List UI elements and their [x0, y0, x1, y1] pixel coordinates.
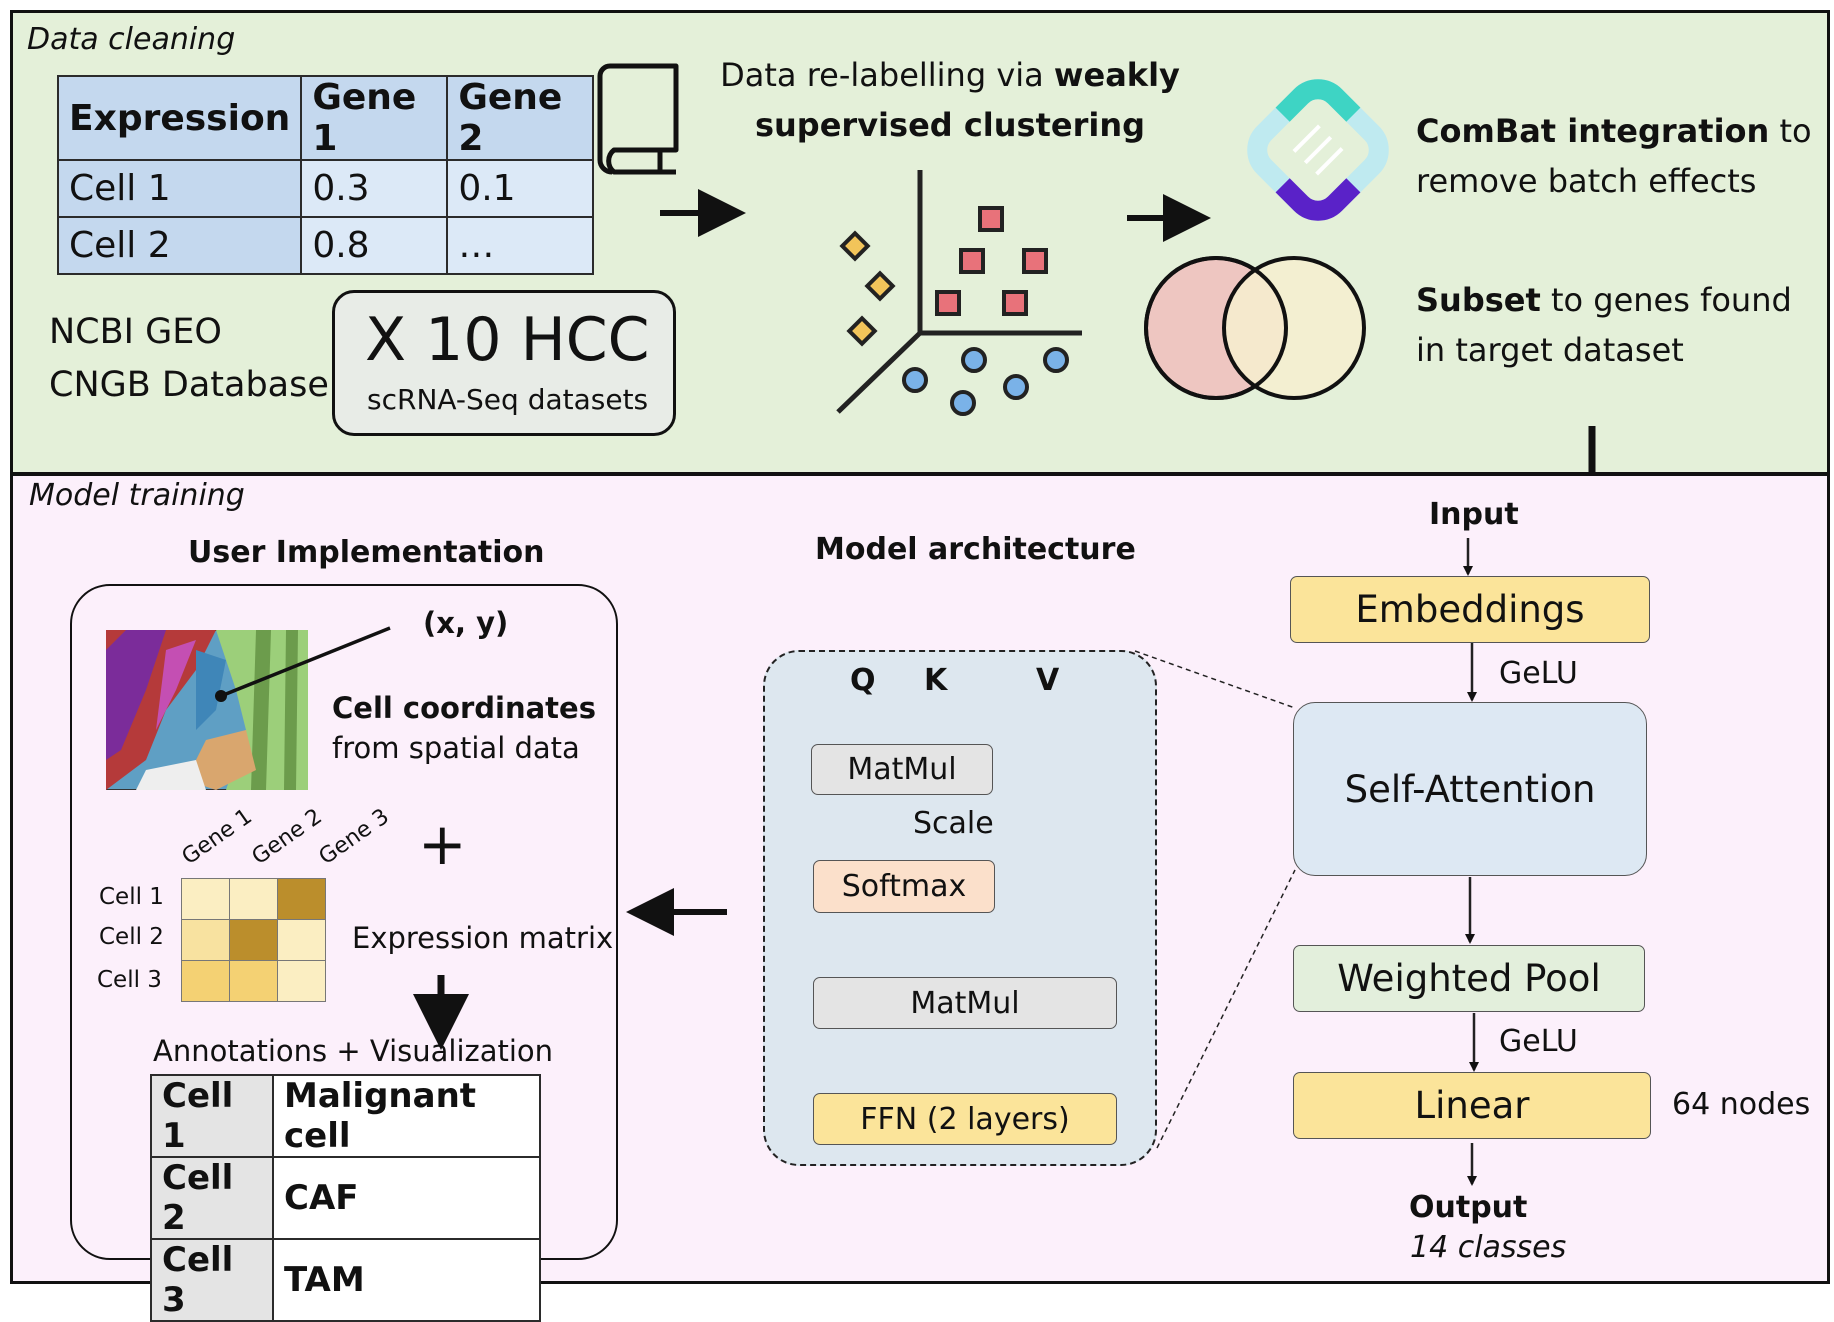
- table-cell: CAF: [272, 1156, 541, 1240]
- model-arch-title: Model architecture: [815, 532, 1136, 567]
- book-icon: [597, 63, 679, 175]
- heatmap-cell: [277, 878, 326, 920]
- heatmap-cell: [181, 878, 230, 920]
- table-cell: 0.3: [300, 159, 449, 218]
- dataset-label: scRNA-Seq datasets: [367, 383, 649, 416]
- cell-label: Cell 1: [99, 884, 164, 910]
- table-cell: TAM: [272, 1238, 541, 1322]
- user-impl-title: User Implementation: [188, 535, 545, 570]
- combat-rest: to: [1769, 112, 1812, 150]
- combat-logo-icon: [1247, 79, 1389, 221]
- cell-coords-text: Cell coordinates from spatial data: [332, 688, 596, 768]
- cell-label: Cell 2: [99, 924, 164, 950]
- q-label: Q: [850, 663, 876, 698]
- output-label: Output: [1409, 1190, 1528, 1225]
- table-cell: Cell 1: [56, 159, 303, 218]
- source-cngb: CNGB Database: [49, 365, 329, 405]
- subset-bold: Subset: [1416, 281, 1541, 319]
- table-header-cell: Gene 2: [446, 75, 595, 161]
- relabel-bold: weakly: [1053, 56, 1180, 94]
- heatmap-cell: [277, 960, 326, 1002]
- table-cell: …: [446, 216, 595, 275]
- dataset-count: X 10 HCC: [365, 305, 650, 375]
- expression-table: Expression Gene 1 Gene 2 Cell 1 0.3 0.1 …: [56, 75, 595, 275]
- heatmap-cell: [181, 960, 230, 1002]
- dataset-box: X 10 HCC scRNA-Seq datasets: [332, 290, 676, 436]
- top-graphics: [597, 63, 1620, 480]
- table-cell: Cell 1: [150, 1074, 274, 1158]
- subset-rest: to genes found: [1540, 281, 1792, 319]
- plus-sign: +: [418, 810, 467, 878]
- heatmap-cell: [229, 960, 278, 1002]
- figure: Data cleaning Expression Gene 1 Gene 2 C…: [10, 10, 1830, 1322]
- coordinate-dot: [215, 690, 227, 702]
- v-label: V: [1036, 663, 1060, 698]
- table-cell: Cell 2: [56, 216, 303, 275]
- cluster-plot-icon: [836, 170, 1082, 416]
- embeddings-node: Embeddings: [1290, 576, 1650, 643]
- heatmap-cell: [229, 878, 278, 920]
- softmax-node: Softmax: [813, 860, 995, 913]
- cell-coords-bold: Cell coordinates: [332, 691, 596, 725]
- coordinate-pointer-line: [220, 626, 391, 698]
- heatmap-cell: [229, 919, 278, 961]
- relabel-text: Data re-labelling via weakly supervised …: [700, 50, 1200, 150]
- scale-label: Scale: [913, 806, 994, 841]
- heatmap-cell: [277, 919, 326, 961]
- subset-text: Subset to genes found in target dataset: [1416, 275, 1792, 375]
- combat-bold: ComBat integration: [1416, 112, 1770, 150]
- relabel-prefix: Data re-labelling via: [720, 56, 1054, 94]
- linear-node: Linear: [1293, 1072, 1651, 1139]
- combat-rest-2: remove batch effects: [1416, 162, 1757, 200]
- gelu-label: GeLU: [1499, 656, 1578, 691]
- pipeline-arrows: [1463, 538, 1479, 1186]
- combat-text: ComBat integration to remove batch effec…: [1416, 106, 1812, 206]
- input-label: Input: [1429, 497, 1519, 532]
- gelu-label-2: GeLU: [1499, 1024, 1578, 1059]
- matmul-node: MatMul: [811, 744, 993, 795]
- ffn-node: FFN (2 layers): [813, 1093, 1117, 1145]
- expression-heatmap: [181, 878, 326, 1002]
- table-cell: 0.1: [446, 159, 595, 218]
- data-cleaning-title: Data cleaning: [27, 22, 236, 57]
- subset-rest-2: in target dataset: [1416, 331, 1684, 369]
- venn-diagram-icon: [1144, 256, 1366, 400]
- zoom-line: [1134, 650, 1296, 709]
- table-cell: Malignant cell: [272, 1074, 541, 1158]
- table-cell: 0.8: [300, 216, 449, 275]
- classes-label: 14 classes: [1410, 1230, 1567, 1265]
- table-header-cell: Expression: [56, 75, 303, 161]
- relabel-bold-2: supervised clustering: [754, 106, 1146, 144]
- annotations-label: Annotations + Visualization: [153, 1034, 554, 1068]
- table-cell: Cell 2: [150, 1156, 274, 1240]
- coord-label: (x, y): [423, 606, 509, 640]
- matmul-node-2: MatMul: [813, 977, 1117, 1029]
- spatial-tissue-image: [106, 630, 308, 790]
- k-label: K: [924, 663, 948, 698]
- table-header-cell: Gene 1: [300, 75, 449, 161]
- expression-matrix-label: Expression matrix: [352, 921, 614, 955]
- table-cell: Cell 3: [150, 1238, 274, 1322]
- annotations-table: Cell 1 Malignant cell Cell 2 CAF Cell 3 …: [150, 1074, 541, 1322]
- weighted-pool-node: Weighted Pool: [1293, 945, 1645, 1012]
- cell-coords-rest: from spatial data: [332, 731, 580, 765]
- self-attention-node: Self-Attention: [1293, 702, 1647, 876]
- zoom-line: [1156, 869, 1296, 1149]
- heatmap-cell: [181, 919, 230, 961]
- cell-label: Cell 3: [97, 967, 162, 993]
- model-training-title: Model training: [29, 478, 245, 513]
- source-ncbi: NCBI GEO: [49, 312, 222, 352]
- nodes-label: 64 nodes: [1672, 1087, 1811, 1122]
